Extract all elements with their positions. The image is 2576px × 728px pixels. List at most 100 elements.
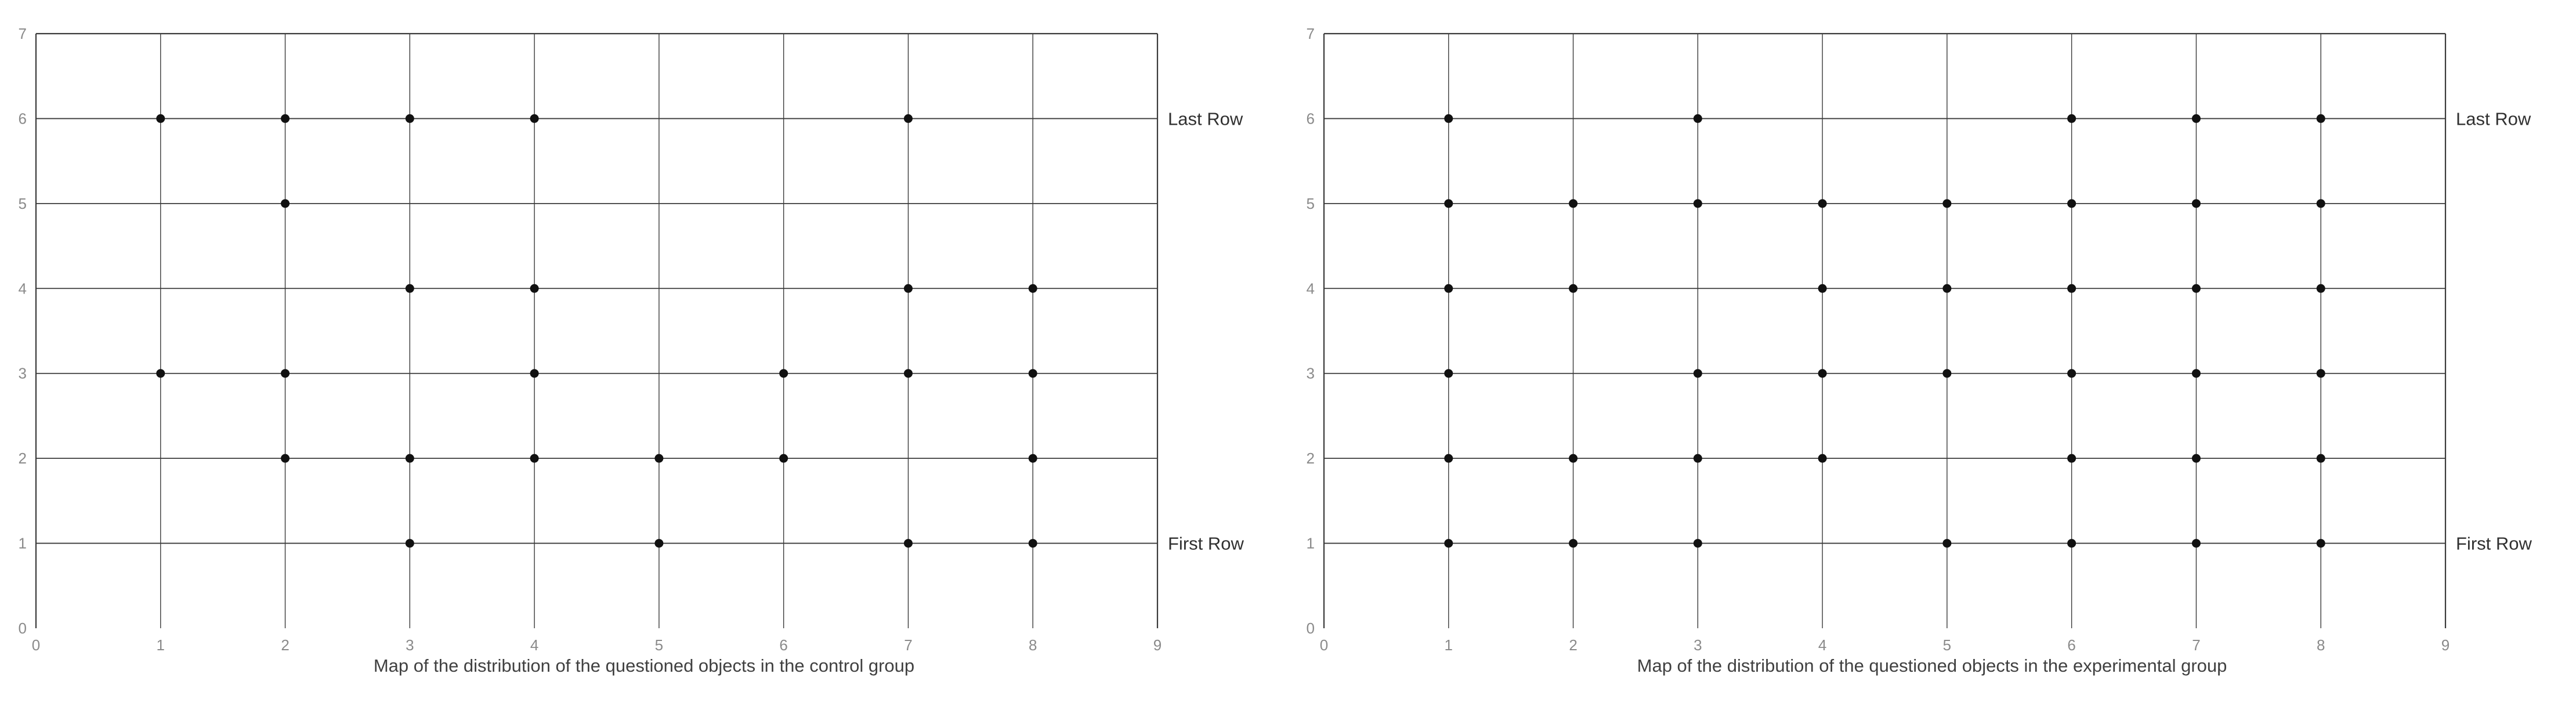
data-point-marker <box>1444 454 1453 463</box>
data-point-marker <box>1818 199 1827 208</box>
data-point-marker <box>2316 369 2325 378</box>
y-axis-tick-label: 1 <box>19 535 27 552</box>
data-point-marker <box>1942 539 1952 548</box>
data-point-marker <box>405 114 414 123</box>
data-point-marker <box>2316 199 2325 208</box>
data-point-marker <box>1693 369 1702 378</box>
data-point-marker <box>1942 284 1952 293</box>
x-axis-tick-label: 5 <box>1943 636 1951 654</box>
x-axis-tick-label: 9 <box>1153 636 1162 654</box>
y-axis-tick-label: 7 <box>19 25 27 42</box>
data-point-marker <box>903 284 913 293</box>
data-point-marker <box>1028 284 1037 293</box>
data-point-marker <box>281 114 290 123</box>
x-axis-tick-label: 3 <box>406 636 414 654</box>
data-point-marker <box>2191 199 2201 208</box>
y-axis-tick-label: 4 <box>1307 280 1315 297</box>
data-point-marker <box>405 454 414 463</box>
data-point-marker <box>1818 454 1827 463</box>
y-axis-tick-label: 5 <box>19 195 27 212</box>
data-point-marker <box>1444 284 1453 293</box>
data-point-marker <box>903 369 913 378</box>
data-point-marker <box>654 454 664 463</box>
x-axis-caption-control-group: Map of the distribution of the questione… <box>373 655 915 676</box>
row-annotation-label: Last Row <box>2456 108 2531 129</box>
data-point-marker <box>2067 454 2076 463</box>
y-axis-tick-label: 2 <box>1307 450 1315 467</box>
y-axis-tick-label: 0 <box>1307 620 1315 637</box>
x-axis-tick-label: 8 <box>1029 636 1037 654</box>
data-point-marker <box>281 454 290 463</box>
row-annotation-label: First Row <box>2456 534 2532 554</box>
data-point-marker <box>2067 199 2076 208</box>
data-point-marker <box>1444 114 1453 123</box>
y-axis-tick-label: 5 <box>1307 195 1315 212</box>
data-point-marker <box>1942 369 1952 378</box>
x-axis-tick-label: 1 <box>157 636 165 654</box>
x-axis-tick-label: 7 <box>2192 636 2200 654</box>
data-point-marker <box>1693 114 1702 123</box>
data-point-marker <box>1569 454 1578 463</box>
data-point-marker <box>1444 199 1453 208</box>
x-axis-tick-label: 7 <box>904 636 912 654</box>
data-point-marker <box>1028 369 1037 378</box>
x-axis-tick-label: 9 <box>2441 636 2450 654</box>
data-point-marker <box>1693 454 1702 463</box>
data-point-marker <box>1028 539 1037 548</box>
data-point-marker <box>1444 369 1453 378</box>
x-axis-caption-experimental-group: Map of the distribution of the questione… <box>1637 655 2227 676</box>
data-point-marker <box>2067 284 2076 293</box>
x-axis-tick-label: 6 <box>2067 636 2075 654</box>
data-point-marker <box>1569 199 1578 208</box>
data-point-marker <box>2067 369 2076 378</box>
data-point-marker <box>2316 539 2325 548</box>
data-point-marker <box>156 369 165 378</box>
data-point-marker <box>779 369 788 378</box>
data-point-marker <box>2191 114 2201 123</box>
data-point-marker <box>2316 114 2325 123</box>
data-point-marker <box>530 369 539 378</box>
data-point-marker <box>1818 369 1827 378</box>
data-point-marker <box>1028 454 1037 463</box>
data-point-marker <box>1569 539 1578 548</box>
y-axis-tick-label: 0 <box>19 620 27 637</box>
data-point-marker <box>2191 454 2201 463</box>
x-axis-tick-label: 6 <box>779 636 787 654</box>
data-point-marker <box>1818 284 1827 293</box>
data-point-marker <box>903 539 913 548</box>
row-annotation-label: Last Row <box>1168 108 1243 129</box>
x-axis-tick-label: 8 <box>2317 636 2325 654</box>
data-point-marker <box>405 284 414 293</box>
data-point-marker <box>779 454 788 463</box>
x-axis-tick-label: 4 <box>530 636 538 654</box>
data-point-marker <box>530 454 539 463</box>
data-point-marker <box>156 114 165 123</box>
data-point-marker <box>1444 539 1453 548</box>
y-axis-tick-label: 6 <box>1307 110 1315 127</box>
data-point-marker <box>1693 199 1702 208</box>
data-point-marker <box>1569 284 1578 293</box>
y-axis-tick-label: 6 <box>19 110 27 127</box>
data-point-marker <box>2191 284 2201 293</box>
data-point-marker <box>530 284 539 293</box>
y-axis-tick-label: 2 <box>19 450 27 467</box>
data-point-marker <box>654 539 664 548</box>
row-annotation-label: First Row <box>1168 534 1244 554</box>
y-axis-tick-label: 3 <box>1307 365 1315 382</box>
data-point-marker <box>281 199 290 208</box>
data-point-marker <box>903 114 913 123</box>
data-point-marker <box>2191 539 2201 548</box>
x-axis-tick-label: 0 <box>1320 636 1328 654</box>
y-axis-tick-label: 7 <box>1307 25 1315 42</box>
data-point-marker <box>2067 539 2076 548</box>
data-point-marker <box>530 114 539 123</box>
data-point-marker <box>2316 454 2325 463</box>
data-point-marker <box>1942 199 1952 208</box>
x-axis-tick-label: 1 <box>1445 636 1453 654</box>
x-axis-tick-label: 4 <box>1818 636 1826 654</box>
data-point-marker <box>1693 539 1702 548</box>
